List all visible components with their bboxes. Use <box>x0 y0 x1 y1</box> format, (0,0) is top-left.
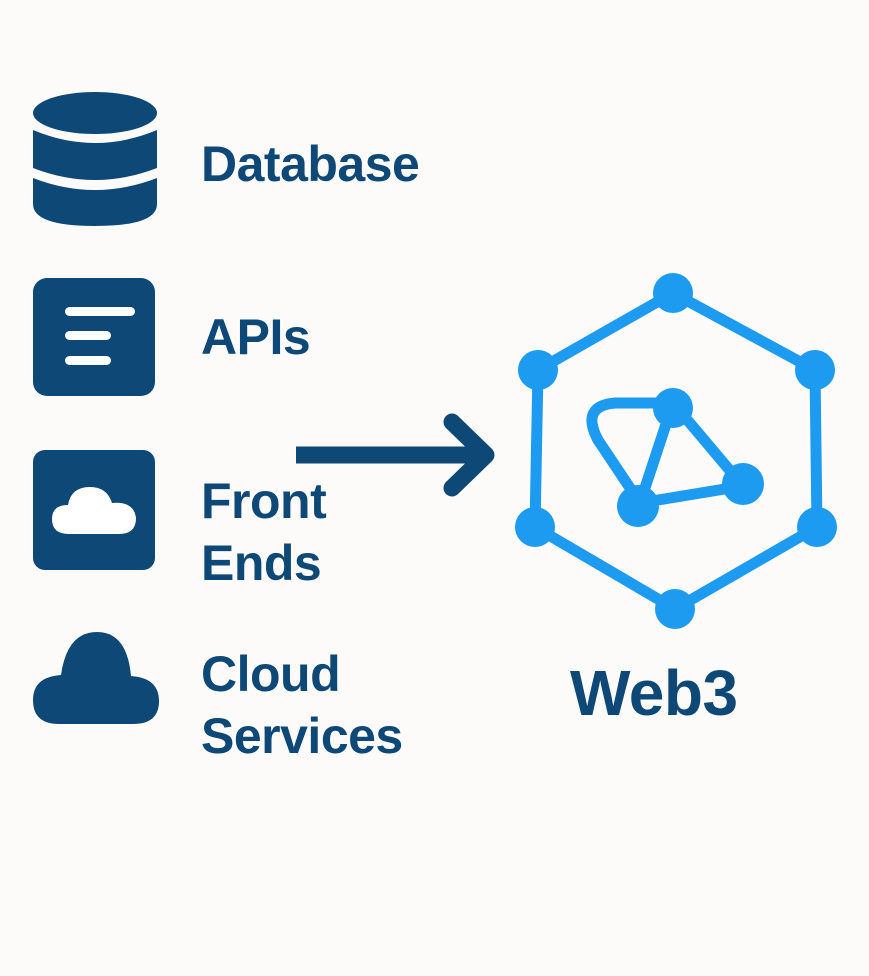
apis-label: APIs <box>201 309 311 365</box>
hex-node-top <box>653 273 693 313</box>
hex-node-top-left <box>518 350 558 390</box>
hex-node-bottom-left <box>515 507 555 547</box>
document-lines-icon <box>33 278 155 396</box>
cloud-services-label-line1: Cloud <box>201 646 341 702</box>
database-label: Database <box>201 136 420 192</box>
cloud-services-label-line2: Services <box>201 708 403 764</box>
front-ends-label-line1: Front <box>201 473 327 529</box>
cloud-box-icon <box>33 450 155 570</box>
web3-network-hexagon-icon <box>515 273 837 629</box>
database-icon <box>33 92 157 226</box>
inner-node-left <box>617 485 659 527</box>
inner-node-right <box>722 463 764 505</box>
hex-node-bottom <box>655 589 695 629</box>
front-ends-label-line2: Ends <box>201 535 322 591</box>
inner-node-top <box>653 388 693 428</box>
cloud-icon <box>33 632 159 724</box>
hex-node-top-right <box>795 350 835 390</box>
web3-label: Web3 <box>570 657 738 729</box>
hex-node-bottom-right <box>797 507 837 547</box>
arrow-right-icon <box>296 413 495 497</box>
